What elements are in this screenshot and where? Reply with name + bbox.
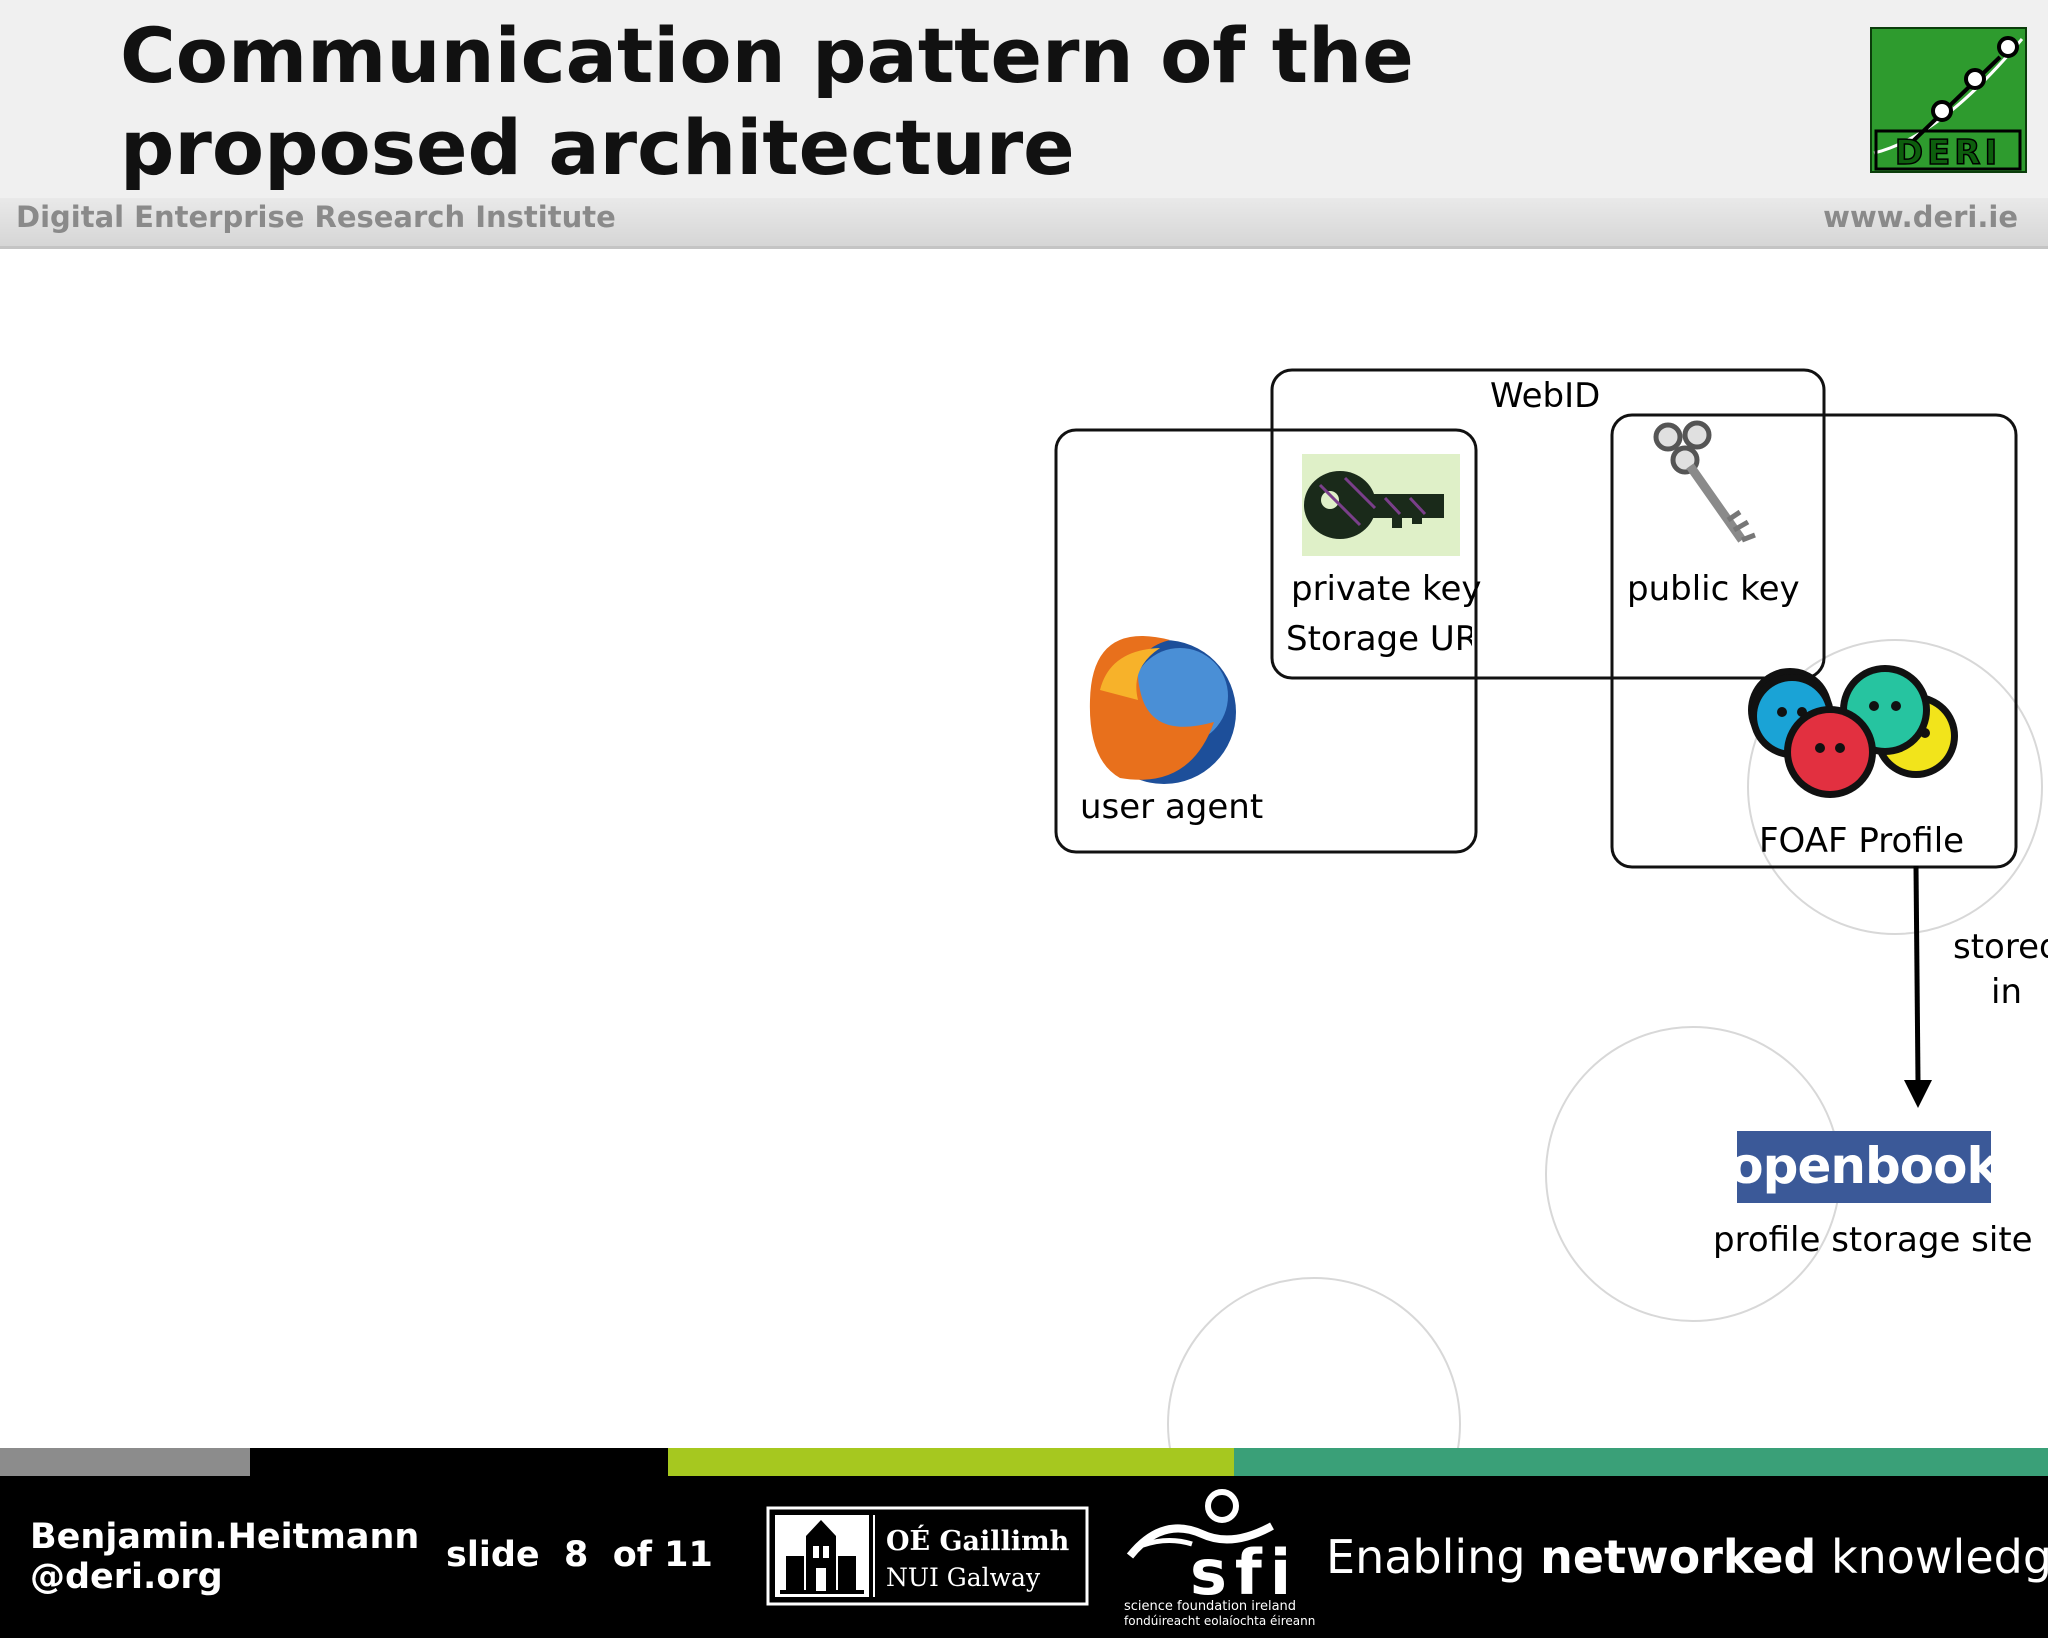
header-subbar (0, 198, 2048, 249)
public-key-icon (1653, 420, 1756, 543)
storage-uri-label: Storage URI (1286, 619, 1472, 659)
tagline-part2: knowledge. (1830, 1530, 2048, 1584)
openbook-logo (1737, 1131, 1991, 1203)
private-key-label: private key (1291, 569, 1482, 609)
user-agent-label: user agent (1080, 787, 1264, 827)
sfi-name-english: science foundation ireland (1124, 1599, 1296, 1614)
arrow-head (1904, 1080, 1932, 1108)
openbook-logo-text: openbook (1729, 1137, 2001, 1195)
sfi-logo-text: sfi (1190, 1536, 1299, 1609)
decor-circle (1747, 639, 2043, 935)
site-url: www.deri.ie (1823, 200, 2018, 234)
slide-header (0, 0, 2048, 200)
slide-title: Communication pattern of the proposed ar… (120, 11, 1414, 192)
foaf-profile-label: FOAF Profile (1759, 821, 1965, 861)
foaf-logo-icon (1748, 665, 1958, 798)
nui-english-name: NUI Galway (886, 1563, 1041, 1592)
tagline-bold: networked (1540, 1530, 1817, 1584)
deri-logo-text: DERI (1895, 133, 2001, 173)
stored-in-arrow (1913, 865, 1921, 1083)
deri-logo: DERI (1870, 27, 2027, 173)
stored-in-label-line2: in (1991, 972, 2022, 1012)
profile-storage-site-label: profile storage site (1713, 1220, 2033, 1260)
firefox-icon (1089, 636, 1236, 784)
stored-in-label: stored (1953, 927, 2048, 967)
sfi-logo: sfi science foundation ireland fondúirea… (1124, 1489, 1315, 1626)
institute-name: Digital Enterprise Research Institute (16, 200, 616, 234)
slide-counter: slide 8 of 11 (446, 1535, 713, 1575)
sfi-name-irish: fondúireacht eolaíochta éireann (1124, 1614, 1315, 1626)
webid-label: WebID (1490, 376, 1601, 416)
foaf-profile-box (1610, 413, 2018, 869)
nui-irish-name: OÉ Gaillimh (886, 1524, 1070, 1557)
public-key-label: public key (1627, 569, 1800, 609)
private-key-icon (1302, 454, 1460, 556)
nui-galway-logo: OÉ Gaillimh NUI Galway (766, 1506, 1089, 1606)
footer-tagline: Enabling networked knowledge. (1326, 1530, 2048, 1584)
decor-circle (1545, 1026, 1841, 1322)
footer-stripes (0, 1448, 2048, 1476)
tagline-part1: Enabling (1326, 1530, 1541, 1584)
author-domain: @deri.org (30, 1557, 223, 1597)
author-name: Benjamin.Heitmann (30, 1517, 420, 1557)
